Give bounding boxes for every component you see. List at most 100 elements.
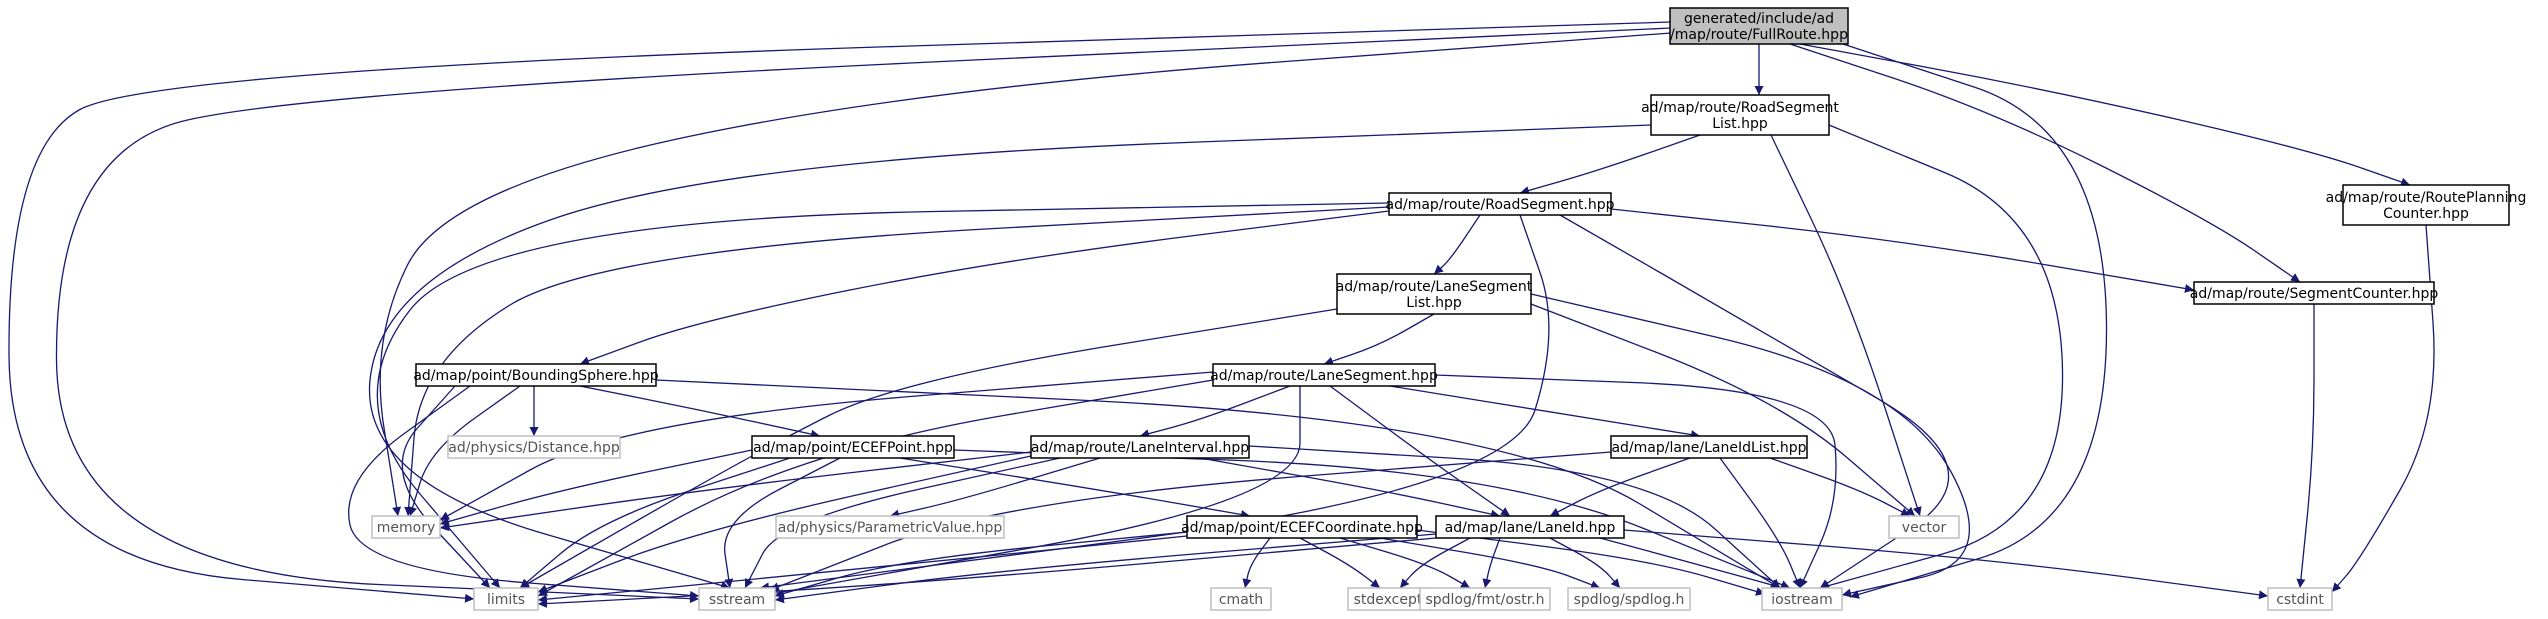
node-iostream: iostream <box>1761 587 1843 611</box>
edge-laneid-to-iostream <box>1599 537 1791 592</box>
node-laneidlist[interactable]: ad/map/lane/LaneIdList.hpp <box>1610 435 1808 459</box>
edge-lanesegment-to-laneid <box>1329 385 1511 517</box>
node-boundingsphere[interactable]: ad/map/point/BoundingSphere.hpp <box>413 363 659 387</box>
node-roadsegment[interactable]: ad/map/route/RoadSegment.hpp <box>1386 192 1615 216</box>
node-cstdint: cstdint <box>2267 587 2333 611</box>
node-segmentcounter[interactable]: ad/map/route/SegmentCounter.hpp <box>2190 281 2439 305</box>
edge-roadsegmentlist-to-sstream <box>368 124 1652 590</box>
node-label: memory <box>377 520 436 536</box>
edge-laneid-to-cstdint <box>1623 529 2269 600</box>
edge-laneid-to-limits <box>537 537 1437 609</box>
edge-roadsegmentlist-to-iostream <box>1819 124 2064 590</box>
edge-ecefcoord-to-sstream <box>774 531 1188 598</box>
node-label: vector <box>1902 520 1947 536</box>
node-label: ad/map/route/LaneInterval.hpp <box>1031 440 1249 456</box>
edge-roadsegmentlist-to-roadsegment <box>1519 134 1701 195</box>
node-box <box>415 363 657 387</box>
node-box <box>1186 515 1418 539</box>
edge-ecefcoord-to-fmt <box>1339 537 1471 589</box>
node-box <box>1419 587 1551 611</box>
edge-laneinterval-to-iostream <box>1248 445 1781 589</box>
edge-lanesegment-to-iostream <box>1434 374 1837 589</box>
node-label: ad/map/point/ECEFPoint.hpp <box>753 440 953 456</box>
node-label: ad/map/route/LaneSegment <box>1336 279 1533 295</box>
node-label: ad/map/route/LaneSegment.hpp <box>1210 368 1438 384</box>
edge-laneidlist-to-iostream <box>1719 457 1801 589</box>
edge-lanesegment-to-sstream <box>759 385 1301 599</box>
edge-laneid-to-stdexcept <box>1399 537 1471 589</box>
node-vector: vector <box>1888 515 1960 539</box>
node-box <box>447 435 621 459</box>
node-label: spdlog/fmt/ostr.h <box>1425 592 1544 608</box>
node-box <box>1610 435 1808 459</box>
node-label: ad/physics/Distance.hpp <box>448 440 620 456</box>
node-box <box>1030 435 1250 459</box>
node-label: List.hpp <box>1406 295 1462 311</box>
node-label: /map/route/FullRoute.hpp <box>1670 27 1848 43</box>
dependency-edges <box>8 21 2435 609</box>
edge-boundingsphere-to-iostream <box>655 379 1781 589</box>
node-box <box>2342 184 2510 226</box>
node-box <box>473 587 539 611</box>
node-box <box>1761 587 1843 611</box>
edge-lanesegment-to-laneidlist <box>1389 385 1701 440</box>
node-fmt: spdlog/fmt/ostr.h <box>1419 587 1551 611</box>
node-memory: memory <box>371 515 441 539</box>
node-box <box>698 587 776 611</box>
edge-boundingsphere-to-ecefpoint <box>579 385 821 439</box>
node-label: List.hpp <box>1712 116 1768 132</box>
node-box <box>751 435 955 459</box>
node-spdlog: spdlog/spdlog.h <box>1567 587 1691 611</box>
edge-routeplanning-to-cstdint <box>2331 224 2435 593</box>
node-label: ad/map/lane/LaneIdList.hpp <box>1611 440 1806 456</box>
node-box <box>1336 273 1532 315</box>
node-parametric: ad/physics/ParametricValue.hpp <box>775 515 1005 539</box>
node-fullroute[interactable]: generated/include/ad/map/route/FullRoute… <box>1669 7 1849 45</box>
edge-roadsegment-to-memory <box>404 206 1390 517</box>
edge-laneinterval-to-limits <box>537 455 1032 593</box>
node-label: ad/map/route/RoadSegment <box>1641 100 1839 116</box>
edge-ecefpoint-to-limits <box>519 457 791 589</box>
node-label: cstdint <box>2276 592 2324 608</box>
node-box <box>1567 587 1691 611</box>
node-lanesegment[interactable]: ad/map/route/LaneSegment.hpp <box>1210 363 1438 387</box>
node-label: sstream <box>709 592 765 608</box>
node-label: ad/map/route/RoutePlanning <box>2326 190 2527 206</box>
edge-lanesegmentlist-to-limits <box>519 308 1338 589</box>
edge-ecefpoint-to-sstream <box>724 457 841 589</box>
node-label: spdlog/spdlog.h <box>1574 592 1685 608</box>
node-box <box>1435 515 1625 539</box>
edge-laneinterval-to-laneid <box>1199 457 1501 519</box>
node-label: stdexcept <box>1354 592 1423 608</box>
edge-fullroute-to-segmentcounter <box>1789 43 2301 283</box>
node-sstream: sstream <box>698 587 776 611</box>
edge-ecefcoord-to-spdlog <box>1379 537 1601 589</box>
edge-lanesegmentlist-to-vector <box>1530 303 1916 517</box>
node-ecefcoord[interactable]: ad/map/point/ECEFCoordinate.hpp <box>1181 515 1423 539</box>
node-label: iostream <box>1771 592 1833 608</box>
node-label: ad/map/route/SegmentCounter.hpp <box>2190 286 2439 302</box>
node-label: limits <box>487 592 525 608</box>
edge-fullroute-to-routeplanning <box>1799 43 2411 187</box>
node-label: ad/map/lane/LaneId.hpp <box>1445 520 1616 536</box>
edge-fullroute-to-iostream <box>1842 43 2108 599</box>
node-ecefpoint[interactable]: ad/map/point/ECEFPoint.hpp <box>751 435 955 459</box>
edge-laneinterval-to-sstream <box>744 457 1061 589</box>
edge-laneidlist-to-sstream <box>769 451 1612 591</box>
node-laneinterval[interactable]: ad/map/route/LaneInterval.hpp <box>1030 435 1250 459</box>
node-label: ad/physics/ParametricValue.hpp <box>778 520 1003 536</box>
node-limits: limits <box>473 587 539 611</box>
edge-roadsegment-to-lanesegmentlist <box>1433 214 1481 275</box>
edge-laneidlist-to-vector <box>1769 457 1911 517</box>
file-nodes: generated/include/ad/map/route/FullRoute… <box>371 7 2527 611</box>
node-laneid[interactable]: ad/map/lane/LaneId.hpp <box>1435 515 1625 539</box>
node-label: cmath <box>1219 592 1263 608</box>
edge-lanesegment-to-limits <box>537 379 1214 597</box>
node-box <box>1669 7 1849 45</box>
edge-fullroute-to-sstream <box>55 27 1672 604</box>
edge-fullroute-to-limits <box>8 21 1672 603</box>
